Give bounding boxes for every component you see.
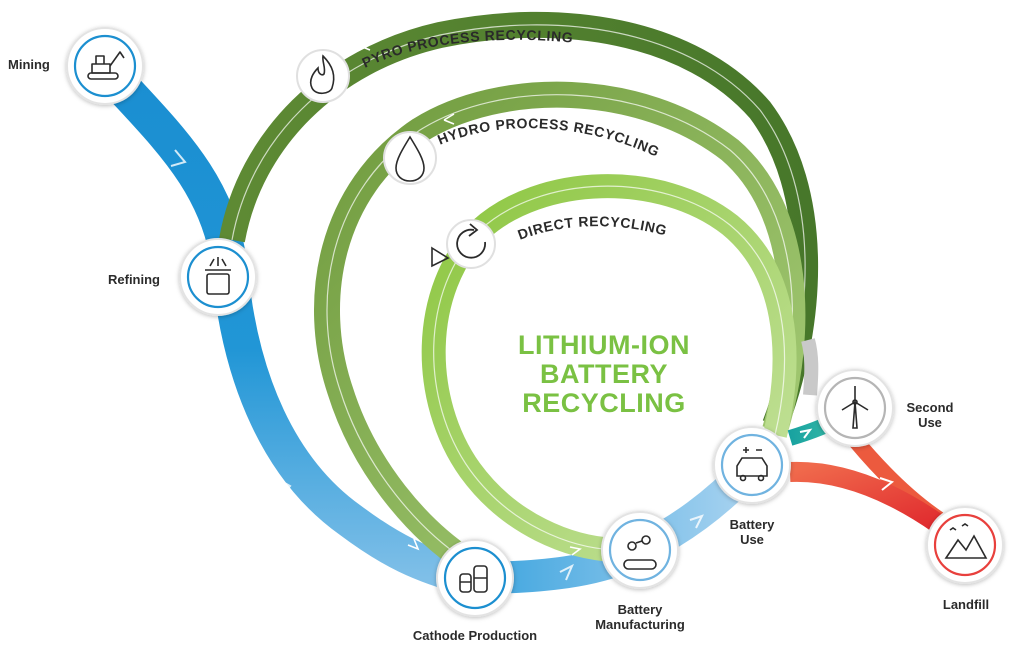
- landfill-band: [789, 461, 946, 534]
- conveyor-icon: [623, 535, 657, 570]
- tanks-icon: [459, 565, 488, 593]
- supply-chain-band: [91, 56, 475, 596]
- flow-chevron: [559, 563, 574, 581]
- direct-arrow-head: [407, 538, 420, 551]
- flow-chevron: [799, 428, 813, 439]
- flow-chevron: [275, 477, 292, 499]
- excavator-icon: [87, 51, 125, 80]
- flow-chevron: [879, 477, 895, 491]
- stage-node-battery-manufacturing: [601, 511, 679, 589]
- title-line-2: BATTERY: [540, 359, 668, 389]
- stage-label-refining: Refining: [108, 272, 160, 287]
- stage-label-line: Cathode Production: [413, 628, 537, 643]
- stage-node-refining: [179, 238, 257, 316]
- direct-loop-label: DIRECT RECYCLING: [515, 213, 668, 243]
- stage-label-landfill: Landfill: [943, 597, 989, 612]
- hydro-loop-label: HYDRO PROCESS RECYCLING: [435, 115, 662, 160]
- hydro-loop-arrow-line: [326, 94, 793, 561]
- refresh-arrow-icon: [431, 219, 496, 269]
- pyro-arrow-head: [359, 37, 371, 51]
- flow-chevron: [689, 514, 704, 529]
- stage-label-line: Second: [907, 400, 954, 415]
- flame-icon: [296, 49, 350, 103]
- stage-node-second-use: [816, 369, 894, 447]
- direct-arrow-head: [569, 546, 582, 556]
- water-drop-icon: [383, 131, 437, 185]
- stage-label-line: Battery: [730, 517, 776, 532]
- title-line-3: RECYCLING: [522, 388, 686, 418]
- flow-chevron: [170, 149, 187, 167]
- gray-return-band: [801, 338, 819, 396]
- stage-node-landfill: [926, 506, 1004, 584]
- stage-label-mining: Mining: [8, 57, 50, 72]
- hydro-arrow-head: [443, 113, 455, 125]
- stage-label-line: Use: [918, 415, 942, 430]
- wind-turbine-icon: [841, 386, 869, 429]
- title-line-1: LITHIUM-ION: [518, 330, 690, 360]
- electric-car-icon: [736, 447, 768, 482]
- stage-label-line: Battery: [618, 602, 664, 617]
- stage-label-line: Use: [740, 532, 764, 547]
- stage-node-battery-use: [713, 426, 791, 504]
- stage-node-mining: [66, 27, 144, 105]
- stage-label-cathode-production: Cathode Production: [413, 628, 537, 643]
- pyro-loop-arrow-line: [231, 24, 806, 426]
- crucible-icon: [205, 257, 231, 295]
- landfill-icon: [944, 523, 988, 559]
- stage-label-line: Manufacturing: [595, 617, 685, 632]
